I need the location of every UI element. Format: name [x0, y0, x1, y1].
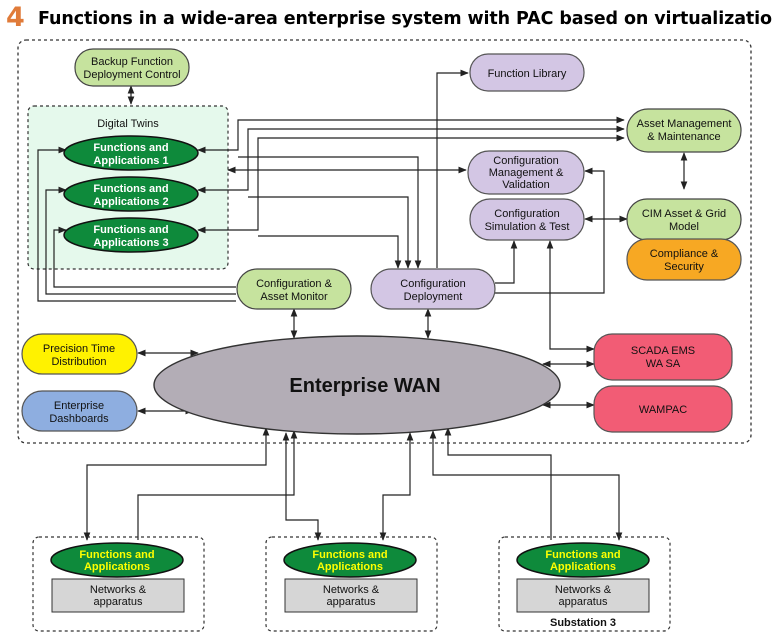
- dash-line2: Dashboards: [49, 413, 109, 425]
- asset-mgmt-line2: & Maintenance: [647, 131, 720, 143]
- cim-line1: CIM Asset & Grid: [642, 208, 726, 220]
- function-library-label: Function Library: [488, 68, 567, 80]
- node-config-deployment: Configuration Deployment: [370, 268, 496, 310]
- node-functions-apps-2: Functions and Applications 2: [63, 176, 199, 212]
- deploy-line2: Deployment: [404, 291, 463, 303]
- node-precision-time: Precision Time Distribution: [21, 333, 138, 375]
- node-wampac: WAMPAC: [593, 385, 733, 433]
- cam-line2: Asset Monitor: [260, 291, 328, 303]
- config-mgmt-line3: Validation: [502, 179, 550, 191]
- node-config-management: Configuration Management & Validation: [467, 150, 585, 195]
- fa2-line1: Functions and: [93, 183, 168, 195]
- sub1-net-line2: apparatus: [94, 596, 143, 608]
- node-compliance-security: Compliance & Security: [626, 238, 742, 281]
- figure-title: Functions in a wide-area enterprise syst…: [38, 9, 773, 29]
- connectors: [37, 69, 688, 541]
- scada-line2: WA SA: [646, 358, 681, 370]
- sub2-func-line2: Applications: [317, 561, 383, 573]
- scada-line1: SCADA EMS: [631, 345, 695, 357]
- sub2-func-line1: Functions and: [312, 549, 387, 561]
- compliance-line1: Compliance &: [650, 248, 719, 260]
- node-functions-apps-1: Functions and Applications 1: [63, 135, 199, 171]
- wan-label: Enterprise WAN: [289, 375, 440, 397]
- deploy-line1: Configuration: [400, 278, 465, 290]
- dash-line1: Enterprise: [54, 400, 104, 412]
- sub3-func-line1: Functions and: [545, 549, 620, 561]
- compliance-line2: Security: [664, 261, 704, 273]
- fa3-line1: Functions and: [93, 224, 168, 236]
- sub1-func-line2: Applications: [84, 561, 150, 573]
- substation-1: Functions and Applications Networks & ap…: [32, 536, 205, 632]
- node-cim-asset-grid: CIM Asset & Grid Model: [626, 198, 742, 241]
- substation-3: Functions and Applications Networks & ap…: [498, 536, 671, 632]
- node-enterprise-dashboards: Enterprise Dashboards: [21, 390, 138, 432]
- sub2-net-line2: apparatus: [327, 596, 376, 608]
- asset-mgmt-line1: Asset Management: [637, 118, 732, 130]
- sub1-net-line1: Networks &: [90, 584, 147, 596]
- sub3-net-line1: Networks &: [555, 584, 612, 596]
- node-backup-line1: Backup Function: [91, 56, 173, 68]
- node-function-library: Function Library: [469, 53, 585, 92]
- sub1-func-line1: Functions and: [79, 549, 154, 561]
- fa2-line2: Applications 2: [93, 196, 168, 208]
- fa1-line1: Functions and: [93, 142, 168, 154]
- node-config-simulation: Configuration Simulation & Test: [469, 198, 585, 241]
- ptd-line1: Precision Time: [43, 343, 115, 355]
- sub3-func-line2: Applications: [550, 561, 616, 573]
- fa3-line2: Applications 3: [93, 237, 168, 249]
- sub2-net-line1: Networks &: [323, 584, 380, 596]
- cam-line1: Configuration &: [256, 278, 332, 290]
- wampac-label: WAMPAC: [639, 404, 687, 416]
- cim-line2: Model: [669, 221, 699, 233]
- node-asset-management: Asset Management & Maintenance: [626, 108, 742, 153]
- config-mgmt-line2: Management &: [489, 167, 564, 179]
- config-mgmt-line1: Configuration: [493, 155, 558, 167]
- node-scada: SCADA EMS WA SA: [593, 333, 733, 381]
- fa1-line2: Applications 1: [93, 155, 168, 167]
- digital-twins-label: Digital Twins: [97, 118, 159, 130]
- node-config-asset-monitor: Configuration & Asset Monitor: [236, 268, 352, 310]
- config-sim-line1: Configuration: [494, 208, 559, 220]
- sub3-net-line2: apparatus: [559, 596, 608, 608]
- node-backup-function: Backup Function Deployment Control: [74, 48, 190, 87]
- node-functions-apps-3: Functions and Applications 3: [63, 217, 199, 253]
- node-backup-line2: Deployment Control: [83, 69, 180, 81]
- figure-number: 4: [6, 2, 25, 33]
- ptd-line2: Distribution: [51, 356, 106, 368]
- substation-2: Functions and Applications Networks & ap…: [265, 536, 438, 632]
- node-enterprise-wan: Enterprise WAN: [153, 335, 561, 435]
- config-sim-line2: Simulation & Test: [485, 221, 570, 233]
- substation-3-caption: Substation 3: [550, 617, 616, 629]
